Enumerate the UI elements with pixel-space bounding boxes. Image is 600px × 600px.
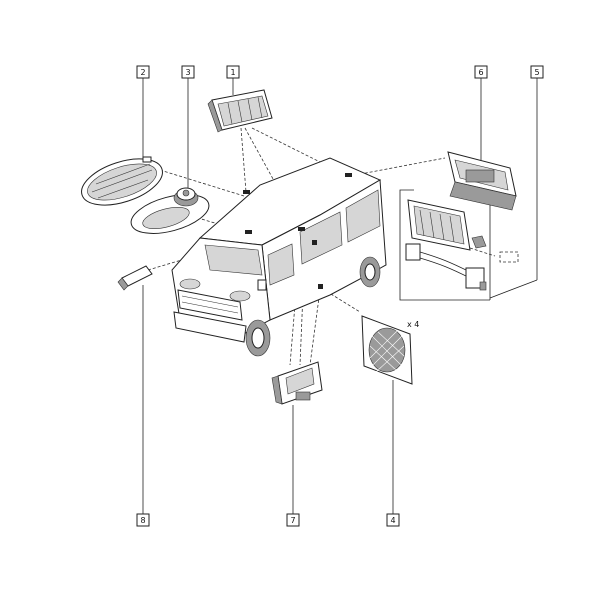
callout-7: 7 [286, 513, 300, 527]
part-5-lamp-and-harness [405, 199, 519, 291]
callout-7-label: 7 [290, 516, 295, 525]
part-4-speaker-grille [361, 315, 413, 385]
callout-6: 6 [474, 65, 488, 79]
part-2-oval-lens [81, 156, 163, 206]
part-6-lamp-housing [447, 151, 517, 211]
callout-1-label: 1 [230, 68, 235, 77]
callout-8-label: 8 [140, 516, 145, 525]
callout-5-label: 5 [534, 68, 539, 77]
part-8-clip [117, 265, 153, 291]
callout-2-label: 2 [140, 68, 145, 77]
part-1-interior-lamp [207, 89, 273, 133]
callout-4: 4 [386, 513, 400, 527]
quantity-note: x 4 [407, 320, 419, 329]
callout-3-label: 3 [185, 68, 190, 77]
callout-6-label: 6 [478, 68, 483, 77]
callout-2: 2 [136, 65, 150, 79]
callout-4-label: 4 [390, 516, 395, 525]
callout-1: 1 [226, 65, 240, 79]
part-7-control-module [271, 361, 323, 405]
part-3-spot-lamp [130, 187, 210, 234]
van-illustration [171, 157, 387, 357]
callout-3: 3 [181, 65, 195, 79]
callout-8: 8 [136, 513, 150, 527]
leader-lines [142, 78, 538, 514]
callout-5: 5 [530, 65, 544, 79]
